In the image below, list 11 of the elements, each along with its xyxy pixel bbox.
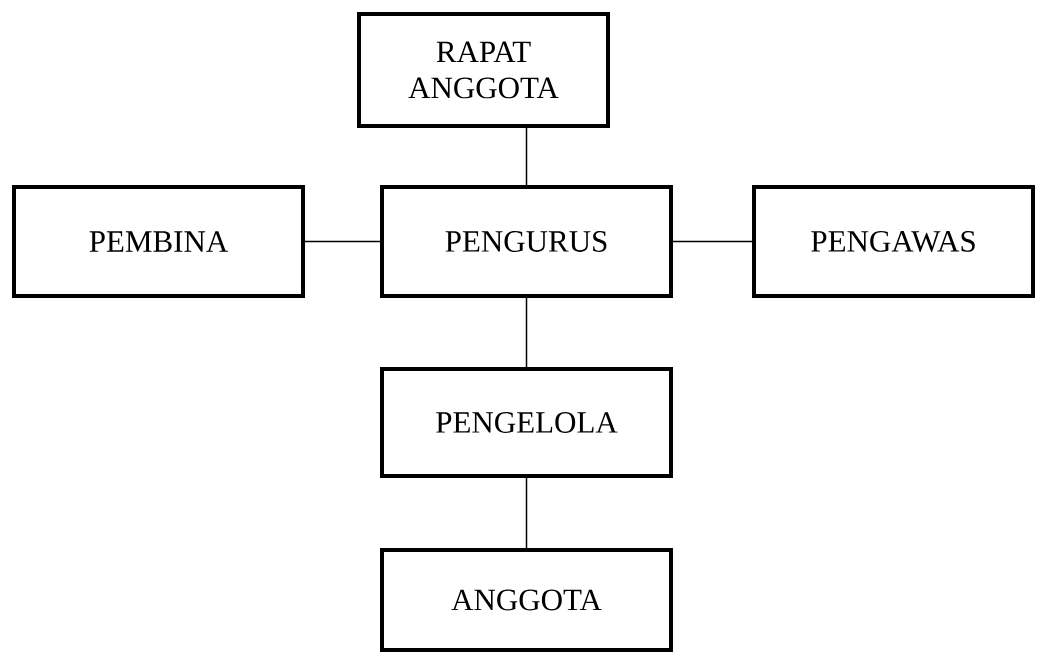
connector-line (525, 477, 528, 549)
connector-line (672, 240, 753, 243)
org-box: ANGGOTA (380, 548, 673, 652)
connector-line (304, 240, 381, 243)
connector-line (525, 127, 528, 186)
connector-line (525, 297, 528, 368)
org-box: PENGAWAS (752, 185, 1035, 298)
org-box: PEMBINA (12, 185, 305, 298)
org-box: PENGURUS (380, 185, 673, 298)
org-box: RAPAT ANGGOTA (357, 12, 610, 128)
org-box: PENGELOLA (380, 367, 673, 478)
